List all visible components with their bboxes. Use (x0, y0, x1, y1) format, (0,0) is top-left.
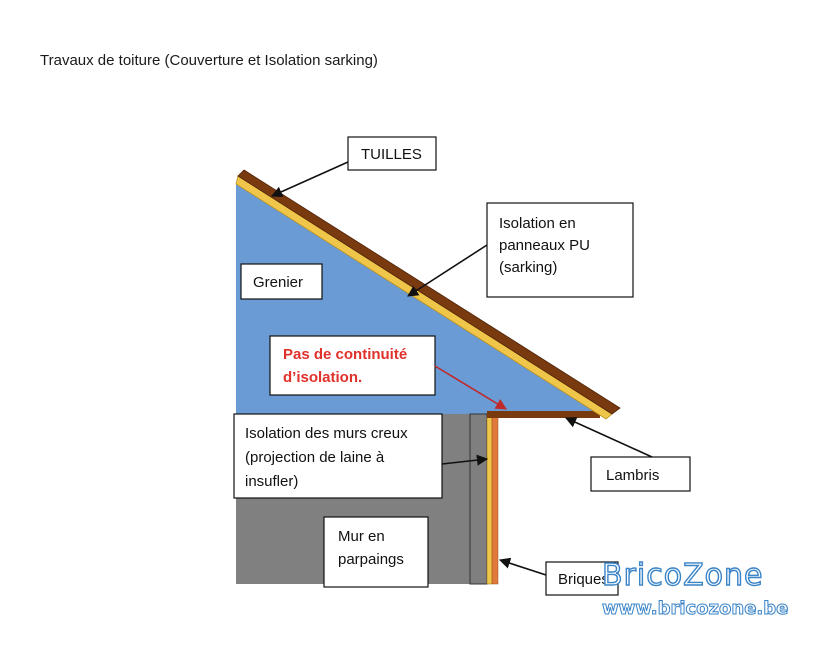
label-box-grenier (240, 263, 323, 300)
label-tuilles: TUILLES (361, 146, 422, 163)
wall-yellow-strip (486, 415, 493, 585)
label-isolation-pu-line1: Isolation en (499, 215, 576, 232)
label-briques: Briques (558, 571, 609, 588)
label-isolation-murs-line3: insufler) (245, 473, 298, 490)
label-isolation-murs-line1: Isolation des murs creux (245, 425, 408, 442)
roof-tiles-layer (237, 169, 621, 415)
arrow-lambris (564, 417, 653, 458)
label-isolation-murs-line2: (projection de laine à (245, 449, 385, 466)
arrow-briques (498, 557, 547, 576)
brick-leaf (491, 415, 499, 585)
label-pas-continuite-line1: Pas de continuité (283, 346, 407, 363)
label-box-mur (323, 516, 429, 588)
label-isolation-pu-line3: (sarking) (499, 259, 557, 276)
label-box-isolation-murs (233, 413, 443, 499)
arrow-isolation-pu (407, 244, 488, 297)
label-isolation-pu-line2: panneaux PU (499, 237, 590, 254)
label-grenier: Grenier (253, 274, 303, 291)
label-lambris: Lambris (606, 467, 659, 484)
arrow-tuilles (270, 161, 349, 197)
label-box-tuilles (347, 136, 437, 171)
soffit-board (487, 411, 600, 418)
label-box-briques (545, 561, 619, 596)
label-box-lambris (590, 456, 691, 492)
label-mur-line1: Mur en (338, 528, 385, 545)
label-box-pas-continuite (269, 335, 436, 396)
label-pas-continuite-line2: d’isolation. (283, 369, 362, 386)
label-box-isolation-pu (486, 202, 634, 298)
cavity-insulation (469, 413, 488, 585)
arrow-pas-continuite (434, 365, 507, 410)
watermark-url: www.bricozone.be (602, 598, 788, 619)
page-title: Travaux de toiture (Couverture et Isolat… (40, 52, 378, 69)
arrow-isolation-murs (441, 454, 489, 466)
watermark-logo: BricoZone (602, 558, 763, 593)
label-mur-line2: parpaings (338, 551, 404, 568)
